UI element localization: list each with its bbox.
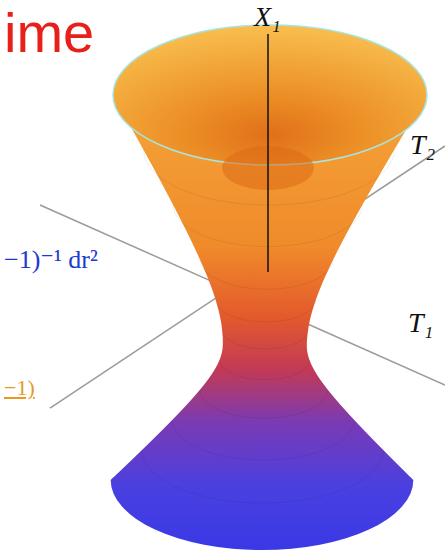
axis-label: T₁	[408, 308, 433, 339]
axis-label: T₂	[410, 130, 435, 161]
hyperboloid-surface	[111, 25, 427, 550]
mesh-ring	[200, 260, 333, 289]
formula-fragment: −1)	[4, 376, 35, 400]
mesh-ring	[219, 360, 309, 380]
mesh-ring	[200, 390, 328, 418]
mesh-ring	[222, 330, 308, 349]
metric-formula: −1)⁻¹ dr²	[4, 246, 98, 275]
axis-label: X₁	[254, 2, 281, 33]
x1-axis	[267, 34, 269, 272]
mesh-ring	[216, 300, 316, 322]
title-fragment: ime	[4, 2, 94, 64]
hyperboloid-opening	[113, 25, 427, 165]
mesh-ring	[142, 450, 383, 503]
mesh-ring	[172, 420, 354, 460]
